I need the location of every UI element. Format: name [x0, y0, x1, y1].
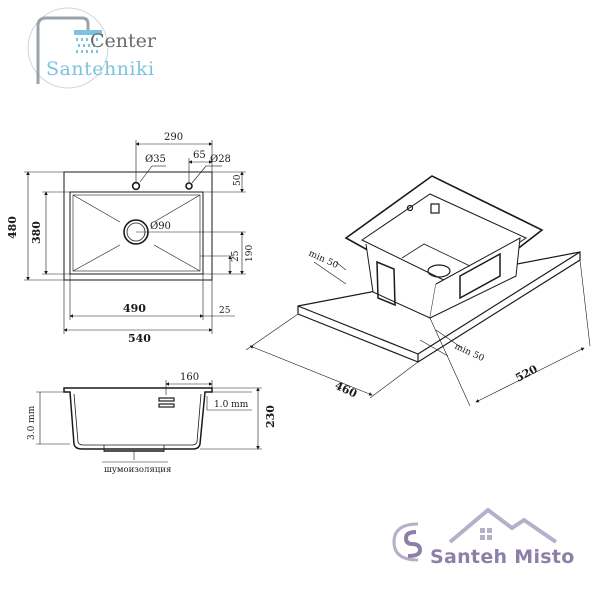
shower-logo-icon	[27, 7, 109, 89]
dim-480: 480	[6, 216, 19, 239]
dim-540: 540	[128, 332, 151, 345]
side-profile	[63, 387, 213, 450]
brand-bottom-text: Santeh Misto	[430, 546, 575, 568]
dim-460: 460	[333, 379, 360, 401]
tap-hole-28	[185, 182, 193, 190]
dim-min50-left: min 50	[307, 249, 340, 272]
dim-25-bottom: 25	[219, 306, 231, 316]
dim-50: 50	[233, 174, 243, 186]
iso-tap-hole	[406, 204, 414, 212]
dim-65: 65	[193, 150, 206, 161]
brand-top-line2: Santehniki	[46, 58, 155, 80]
dim-520: 520	[513, 362, 540, 384]
iso-view	[245, 175, 591, 407]
dim-25-right: 25	[231, 250, 241, 262]
santeh-misto-logo	[388, 502, 578, 582]
side-view	[36, 380, 262, 463]
tap-hole-35	[131, 181, 141, 191]
bowl-outline	[69, 191, 204, 275]
dim-1mm: 1.0 mm	[214, 400, 249, 410]
center-santehniki-logo	[20, 4, 180, 94]
dim-190: 190	[245, 245, 255, 262]
dim-3mm: 3.0 mm	[27, 405, 37, 440]
overflow-icon	[158, 397, 175, 408]
dim-min50-right: min 50	[453, 342, 486, 365]
dim-d90: Ø90	[150, 221, 171, 232]
dim-490: 490	[123, 302, 146, 315]
brand-top-line1: Center	[90, 30, 156, 52]
dim-380: 380	[30, 221, 43, 244]
dim-160: 160	[180, 372, 199, 383]
dim-290: 290	[164, 132, 183, 143]
iso-drain	[427, 264, 451, 278]
dim-230: 230	[264, 405, 277, 428]
bowl-inner-outline	[72, 194, 201, 272]
top-view	[24, 140, 246, 334]
sink-outer-outline	[63, 171, 213, 281]
house-roof-logo-icon	[392, 507, 558, 562]
insulation-label: шумоизоляция	[104, 465, 171, 475]
dim-d35: Ø35	[145, 154, 166, 165]
dim-d28: Ø28	[210, 154, 231, 165]
iso-overflow	[430, 203, 440, 214]
